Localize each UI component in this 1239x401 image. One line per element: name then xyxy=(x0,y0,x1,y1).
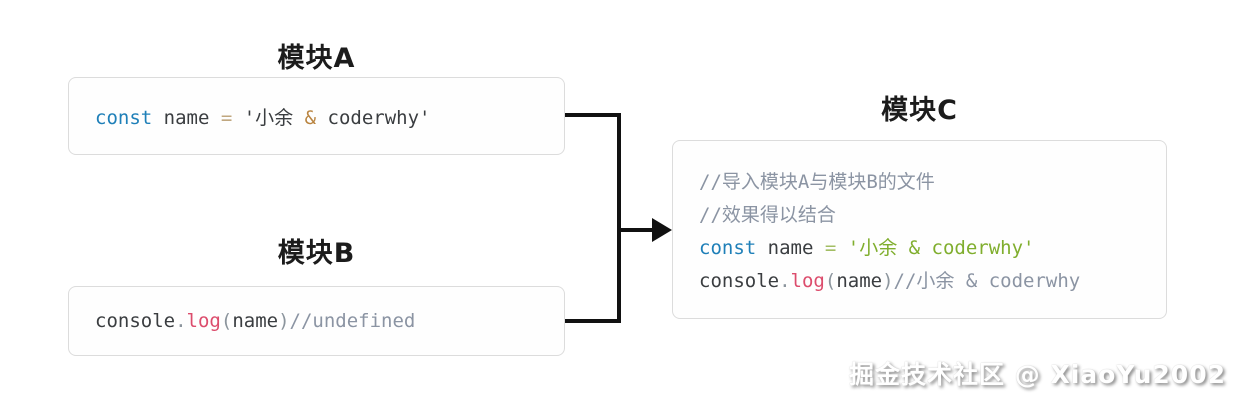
connector-line-from-module-b xyxy=(565,319,621,323)
connector-arrow-shaft xyxy=(621,228,654,232)
module-b-title: 模块B xyxy=(277,238,356,269)
module-a-box: const name = '小余 & coderwhy' xyxy=(68,77,565,155)
module-b-code: console.log(name)//undefined xyxy=(95,310,416,332)
module-a-title: 模块A xyxy=(277,43,356,74)
connector-merge-line xyxy=(617,113,621,323)
module-c-title: 模块C xyxy=(881,95,958,126)
connector-line-from-module-a xyxy=(565,113,621,117)
module-a-code: const name = '小余 & coderwhy' xyxy=(95,106,431,129)
watermark-text: 掘金技术社区 @ XiaoYu2002 xyxy=(849,360,1226,389)
arrowhead-icon xyxy=(652,218,672,242)
module-b-box: console.log(name)//undefined xyxy=(68,286,565,356)
